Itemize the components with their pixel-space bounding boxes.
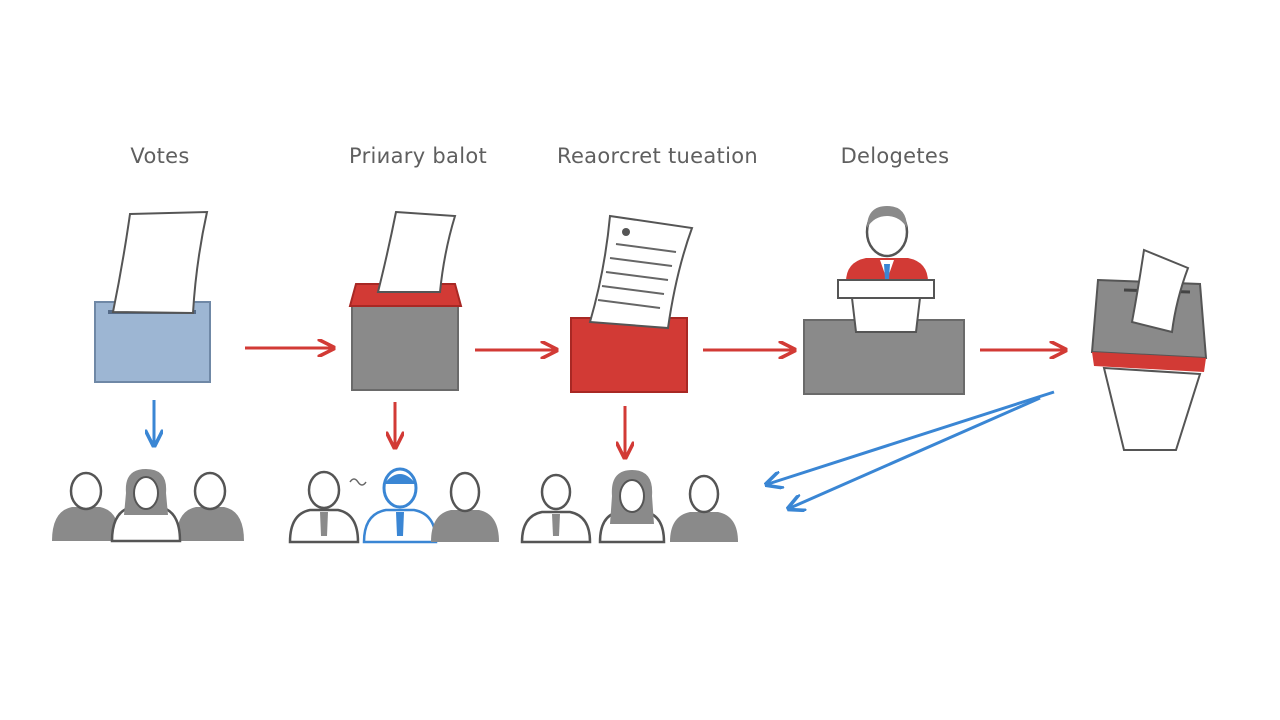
ballot-box-final [1090, 248, 1208, 451]
people-group-votes [50, 469, 246, 543]
stage-label-primary-ballot: Priиary balot [348, 144, 488, 168]
stage-label-votes: Votes [130, 144, 190, 168]
people-group-third-stage [520, 470, 738, 544]
stage-label-delegates: Delogetes [840, 144, 950, 168]
feedback-arrow-lower [790, 396, 1041, 508]
stage-label-third-stage: Reaorcret tueation [557, 144, 758, 168]
ballot-box-third-stage [570, 214, 694, 393]
feedback-arrow-upper [768, 390, 1055, 484]
delegate-podium [803, 206, 965, 395]
ballot-box-votes [94, 210, 211, 383]
people-group-primary [288, 467, 499, 544]
ballot-box-primary [348, 210, 463, 391]
